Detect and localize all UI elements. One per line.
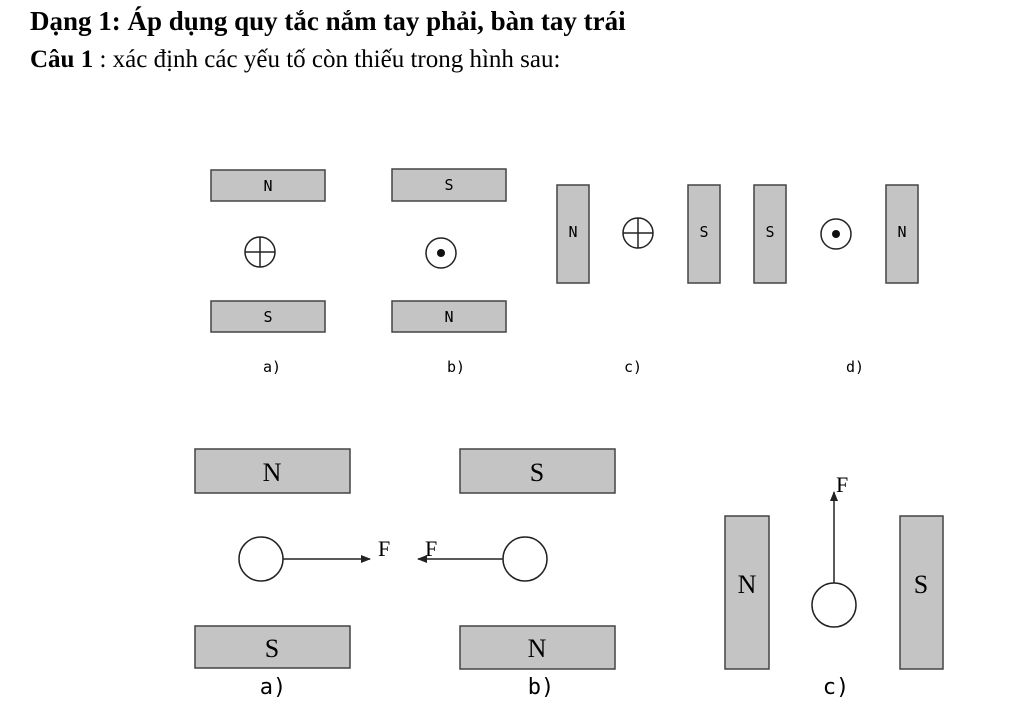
caption-c: c)	[823, 675, 850, 700]
caption-b: b)	[447, 358, 465, 376]
magnet-left-label: S	[765, 223, 774, 241]
caption-a: a)	[260, 675, 287, 700]
fig2-c: N F S c)	[724, 472, 944, 700]
conductor-circle	[502, 536, 548, 582]
into-page-cross-icon	[622, 217, 654, 249]
fig1-c: N S c)	[556, 184, 721, 376]
magnet-bottom	[194, 625, 351, 669]
out-of-page-dot-icon	[425, 237, 457, 269]
fig1-a: N S a)	[210, 169, 326, 376]
magnet-left	[724, 515, 770, 670]
question-line: Câu 1 : xác định các yếu tố còn thiếu tr…	[30, 46, 560, 74]
out-of-page-dot-icon	[820, 218, 852, 250]
caption-a: a)	[263, 358, 281, 376]
fig1-d: S N d)	[753, 184, 919, 376]
question-text: : xác định các yếu tố còn thiếu trong hì…	[93, 46, 561, 73]
question-label: Câu 1	[30, 46, 94, 73]
magnet-bottom-label: N	[528, 634, 547, 663]
magnet-right	[899, 515, 944, 670]
force-label: F	[836, 472, 848, 497]
magnet-top-label: S	[444, 176, 453, 194]
caption-c: c)	[624, 358, 642, 376]
magnet-bottom	[210, 300, 326, 333]
magnet-bottom-label: S	[265, 634, 279, 663]
magnet-left-label: N	[568, 223, 577, 241]
magnet-right-label: N	[897, 223, 906, 241]
magnet-right	[687, 184, 721, 284]
conductor-circle	[238, 536, 284, 582]
magnet-top-label: N	[263, 177, 272, 195]
magnet-right-label: S	[699, 223, 708, 241]
magnet-top-label: S	[530, 458, 544, 487]
magnet-right	[885, 184, 919, 284]
conductor-circle	[811, 582, 857, 628]
magnet-left-label: N	[738, 570, 757, 599]
fig2-b: S F N b)	[417, 448, 616, 700]
magnet-top	[210, 169, 326, 202]
magnet-bottom	[459, 625, 616, 670]
magnet-bottom	[391, 300, 507, 333]
magnet-bottom-label: N	[444, 308, 453, 326]
force-label: F	[425, 536, 437, 561]
caption-d: d)	[846, 358, 864, 376]
into-page-cross-icon	[244, 236, 276, 268]
magnet-top	[391, 168, 507, 202]
caption-b: b)	[528, 675, 555, 700]
magnet-top-label: N	[263, 458, 282, 487]
magnet-left	[753, 184, 787, 284]
fig2-a: N F S a)	[194, 448, 390, 700]
fig1-b: S N b)	[391, 168, 507, 376]
magnet-right-label: S	[914, 570, 928, 599]
magnet-bottom-label: S	[263, 308, 272, 326]
magnet-top	[194, 448, 351, 494]
force-label: F	[378, 536, 390, 561]
magnet-left	[556, 184, 590, 284]
page-title: Dạng 1: Áp dụng quy tắc nắm tay phải, bà…	[30, 6, 626, 36]
magnet-top	[459, 448, 616, 494]
